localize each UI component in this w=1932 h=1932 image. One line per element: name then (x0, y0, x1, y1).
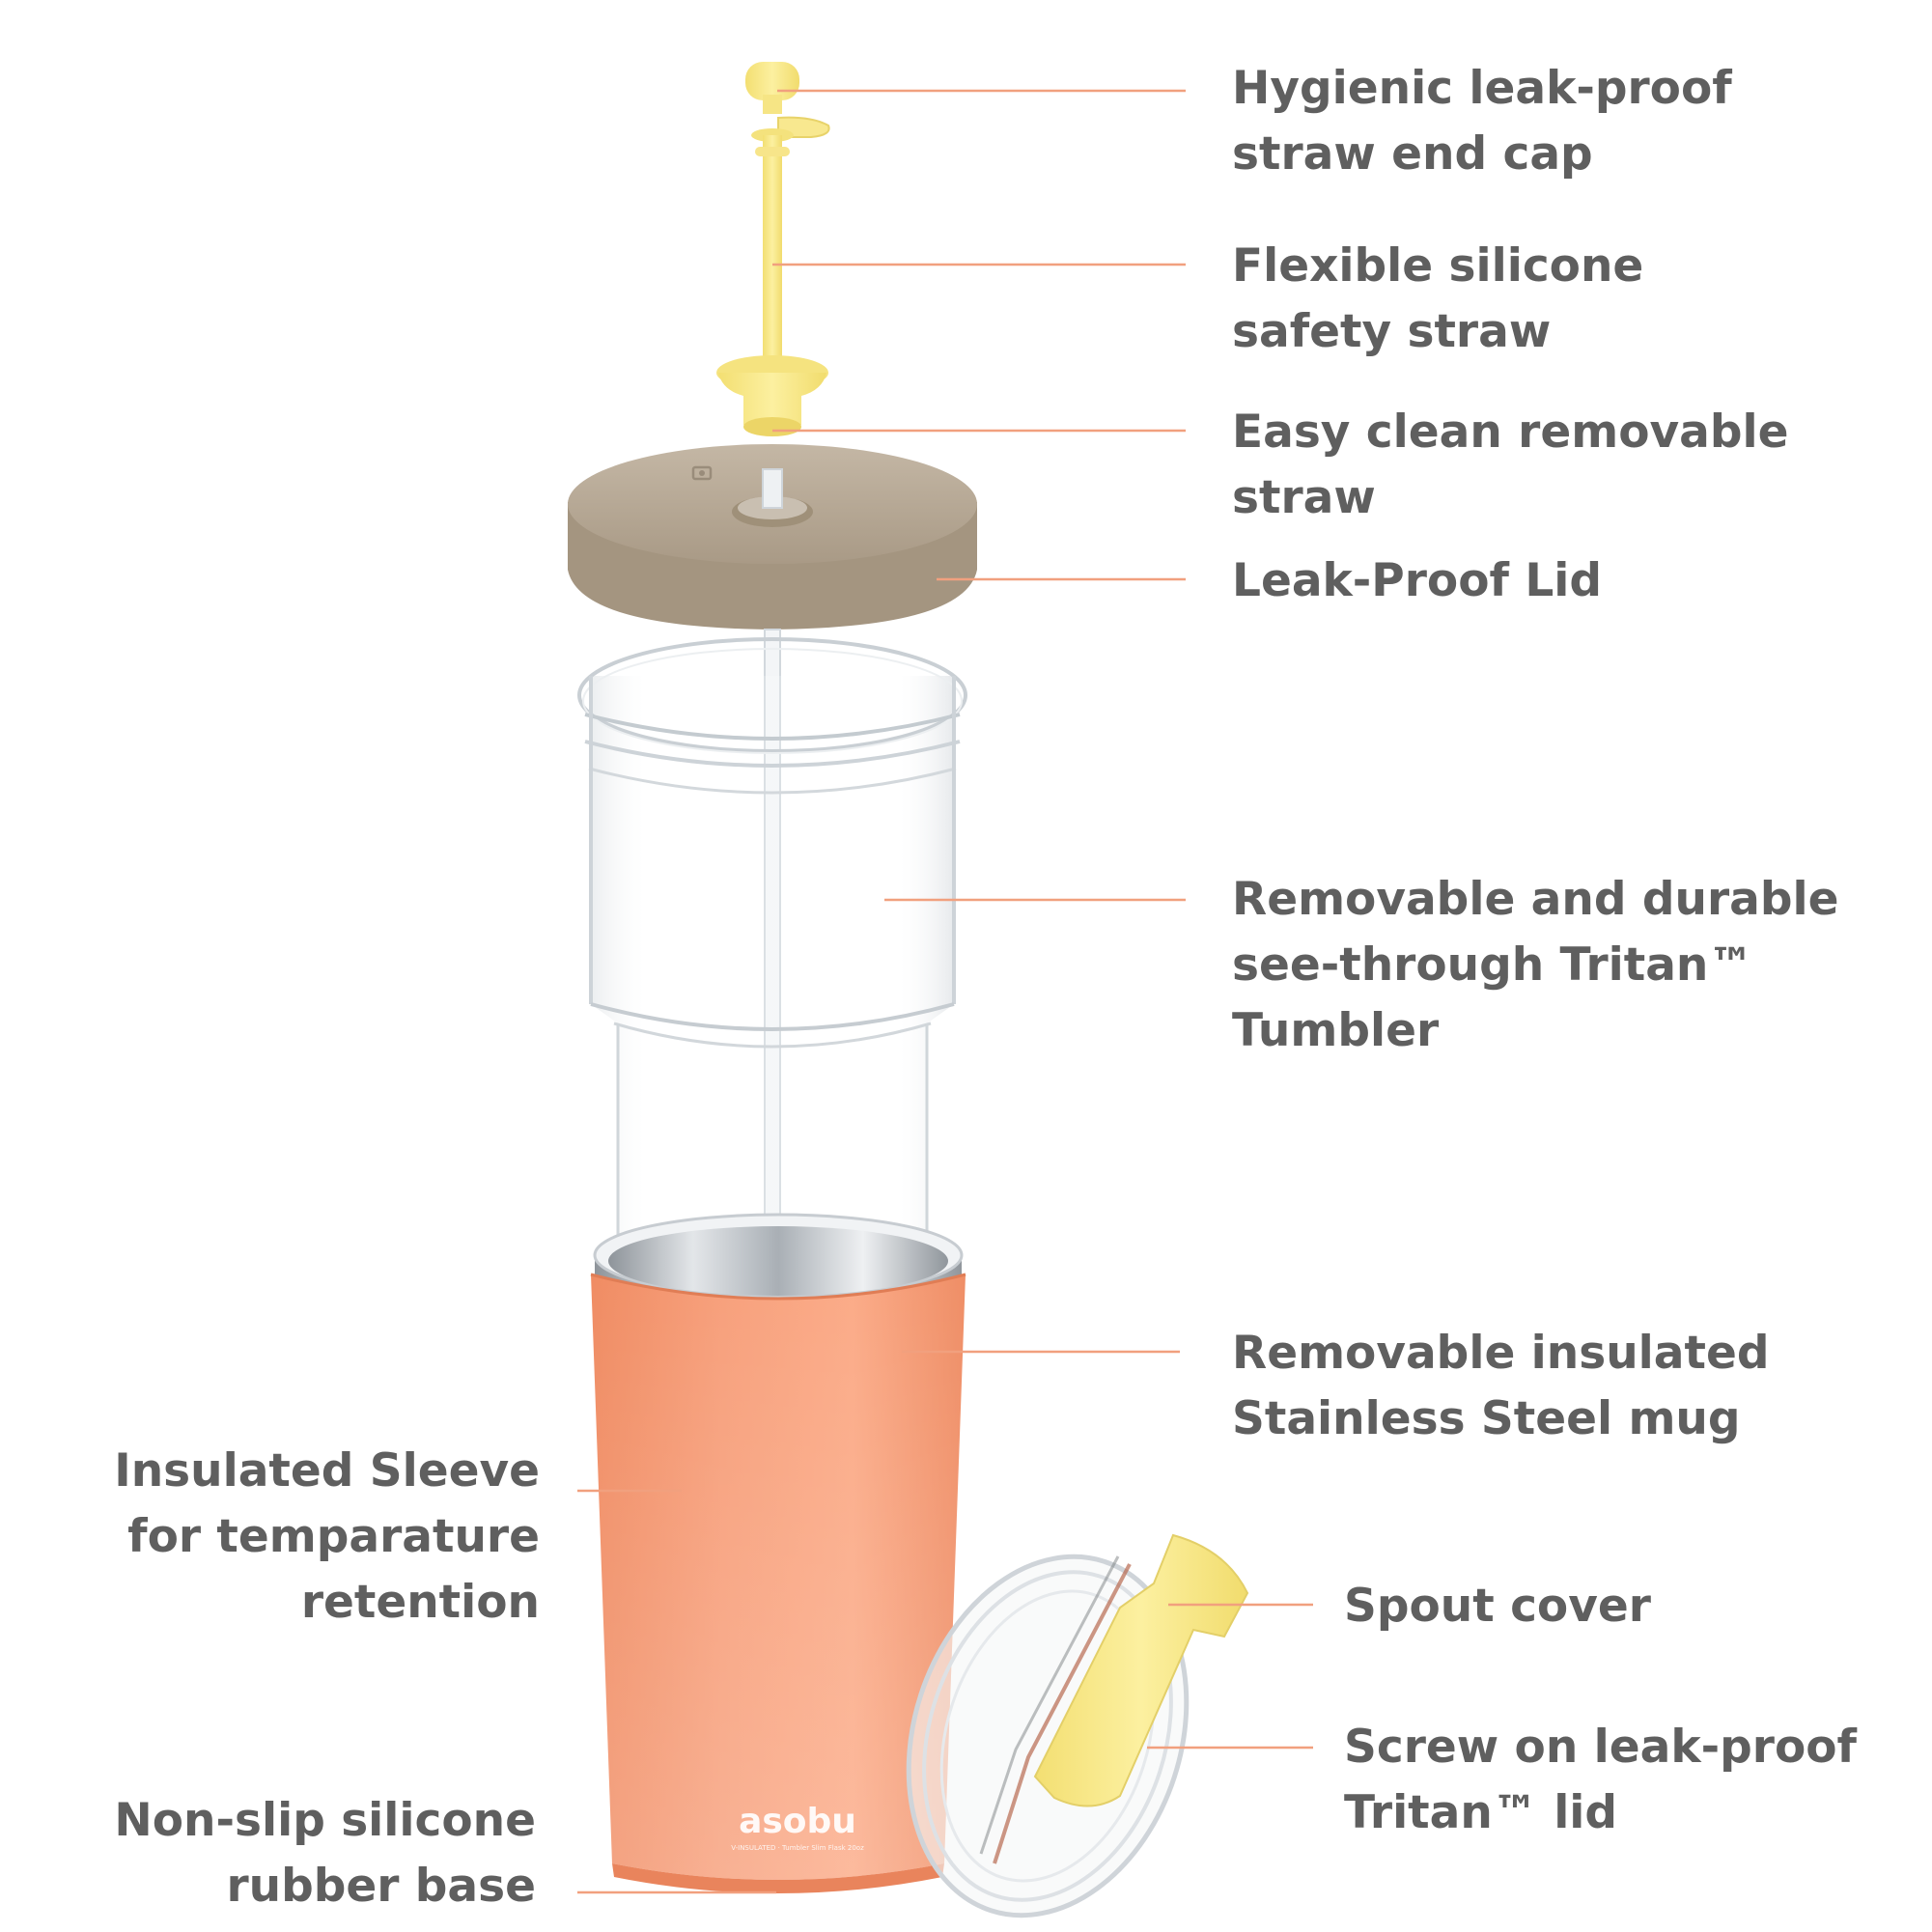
callout-insulated-sleeve: Insulated Sleeve for temparature retenti… (114, 1444, 540, 1629)
callout-steel-mug: Removable insulated Stainless Steel mug (1232, 1327, 1770, 1445)
brand-logo: asobu V-INSULATED · Tumbler Slim Flask 2… (731, 1802, 864, 1852)
callout-leak-proof-lid: Leak-Proof Lid (1232, 554, 1603, 607)
rubber-base-illustration (612, 1863, 944, 1893)
brand-tagline: V-INSULATED · Tumbler Slim Flask 20oz (731, 1844, 864, 1852)
callout-silicone-straw: Flexible silicone safety straw (1232, 239, 1644, 358)
brand-logo-text: asobu (739, 1802, 856, 1841)
callout-tritan-tumbler: Removable and durable see-through Tritan… (1232, 873, 1839, 1057)
callout-rubber-base: Non-slip silicone rubber base (114, 1794, 536, 1913)
silicone-straw (755, 135, 790, 367)
callout-straw-end-cap: Hygienic leak-proof straw end cap (1232, 62, 1732, 181)
tritan-lid-illustration (906, 1533, 1249, 1918)
leader-lines (577, 89, 1313, 1894)
straw-stopper (716, 355, 828, 436)
straw-end-cap (745, 62, 830, 142)
callout-spout-cover: Spout cover (1344, 1580, 1651, 1633)
callout-tritan-lid: Screw on leak-proof Tritan™ lid (1344, 1721, 1857, 1839)
insulated-sleeve-illustration (590, 1273, 966, 1880)
callout-removable-straw: Easy clean removable straw (1232, 406, 1789, 524)
tritan-tumbler-illustration (577, 637, 967, 1265)
